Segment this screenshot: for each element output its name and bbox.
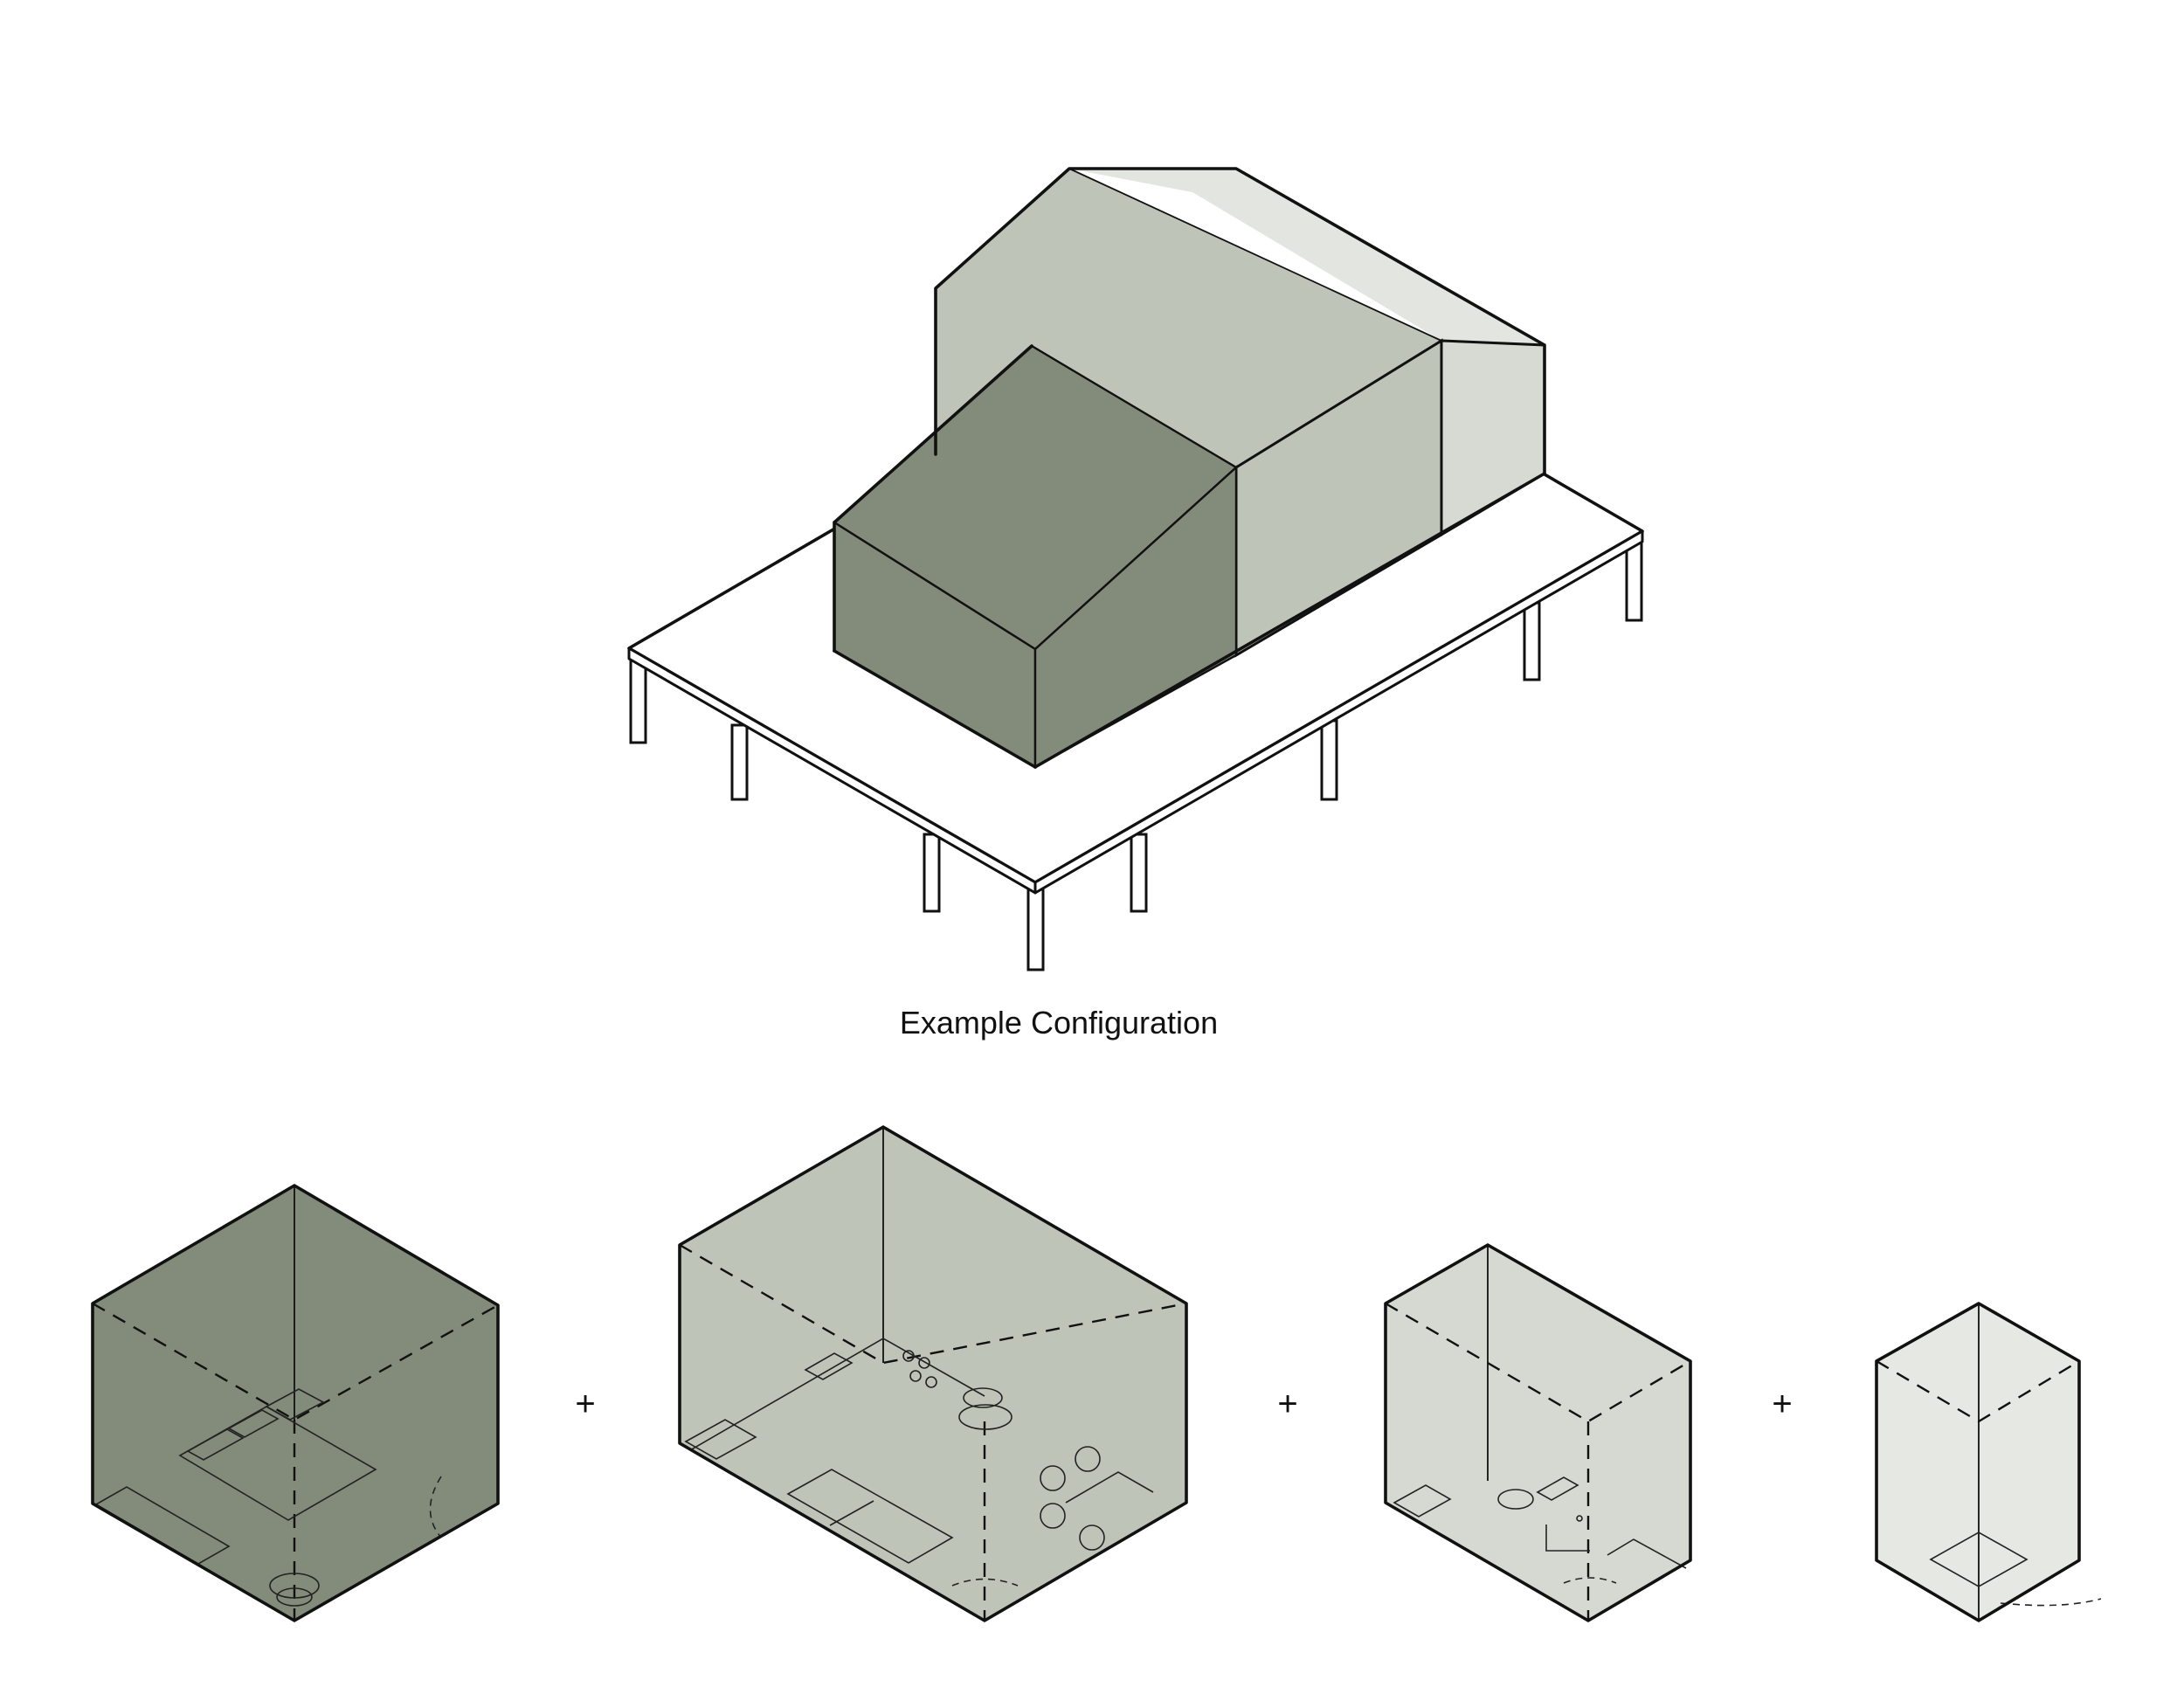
module-living-kitchen bbox=[678, 1125, 1188, 1622]
platform-legs bbox=[629, 531, 1643, 971]
entry-threshold bbox=[1929, 1531, 2102, 1607]
caption: Example Configuration bbox=[900, 1005, 1218, 1041]
leg bbox=[1523, 601, 1541, 681]
leg bbox=[1026, 888, 1045, 971]
leg bbox=[1320, 719, 1338, 801]
leg bbox=[629, 658, 647, 744]
leg bbox=[1130, 833, 1148, 913]
module-bedroom bbox=[91, 1184, 500, 1622]
leg bbox=[923, 833, 941, 913]
leg bbox=[730, 723, 749, 801]
module-bathroom bbox=[1384, 1243, 1692, 1622]
module-entry bbox=[1875, 1302, 2102, 1622]
example-configuration-model bbox=[627, 167, 1644, 971]
plus-sign: + bbox=[1772, 1385, 1792, 1423]
bathroom-fixtures bbox=[1393, 1476, 1687, 1584]
front-volume-dark bbox=[833, 344, 1239, 770]
plus-sign: + bbox=[575, 1385, 595, 1423]
plus-sign: + bbox=[1277, 1385, 1297, 1423]
kitchen-furniture bbox=[684, 1338, 1154, 1587]
